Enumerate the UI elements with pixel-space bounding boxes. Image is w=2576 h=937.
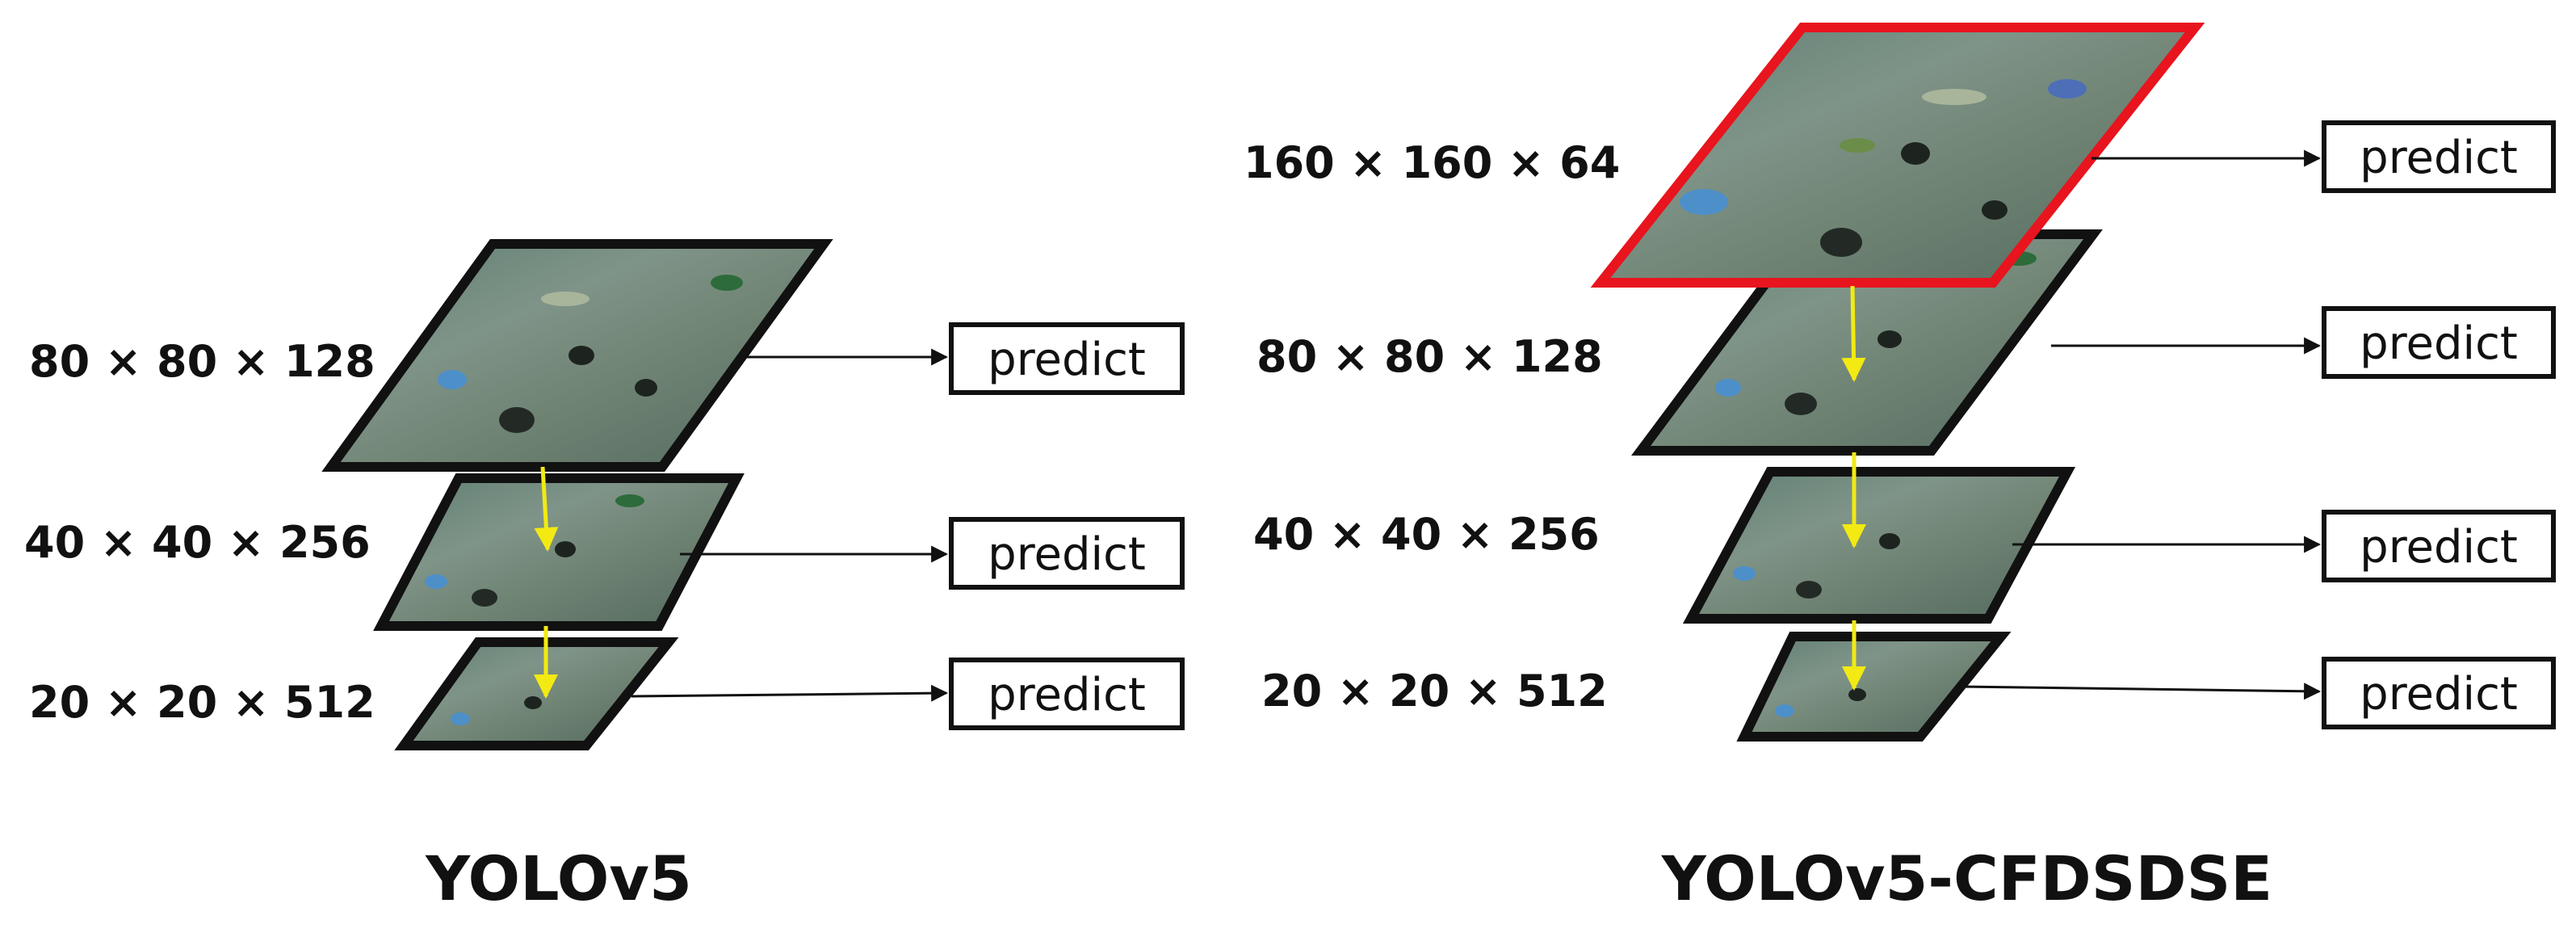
arrow-right-icon [631,684,949,702]
feature-map-tile [1736,632,2012,742]
dimension-label: 40 × 40 × 256 [1253,509,1600,560]
dimension-label: 80 × 80 × 128 [1257,331,1603,382]
diagram-title: YOLOv5-CFDSDSE [1661,842,2272,914]
feature-map-tile [1682,467,2076,624]
underwater-feature-map-image [451,696,542,725]
diagram-title: YOLOv5 [425,842,692,914]
feature-map-tile [321,239,833,472]
arrow-right-icon [1960,683,2322,700]
predict-box: predict [949,658,1185,730]
predict-box: predict [2322,657,2556,729]
predict-label: predict [2360,521,2518,574]
predict-label: predict [988,669,1146,721]
underwater-feature-map-image [1733,533,1900,599]
dimension-label: 20 × 20 × 512 [1261,666,1608,716]
predict-label: predict [988,528,1146,581]
underwater-feature-map-image [1775,688,1866,717]
dimension-label: 80 × 80 × 128 [29,336,375,387]
highlighted-feature-map-tile [1590,23,2205,288]
arrow-down-icon [1841,285,1866,382]
predict-label: predict [2360,317,2518,370]
feature-map-tile [373,473,745,631]
feature-map-tile [394,637,679,750]
dimension-label: 160 × 160 × 64 [1244,137,1620,188]
underwater-feature-map-image [425,494,644,607]
predict-label: predict [988,334,1146,386]
underwater-feature-map-image [1680,79,2087,257]
yolov5-cfdsdse-diagram: predict predict predict predict 160 × 16… [1244,23,2556,914]
dimension-label: 20 × 20 × 512 [29,677,375,728]
underwater-feature-map-image [438,275,743,433]
predict-box: predict [949,322,1185,395]
predict-label: predict [2360,132,2518,184]
yolov5-diagram: predict predict predict 80 × 80 × 128 40… [24,239,1185,914]
predict-label: predict [2360,668,2518,721]
predict-box: predict [2322,306,2556,379]
dimension-label: 40 × 40 × 256 [24,517,371,568]
predict-box: predict [949,517,1185,590]
arrow-down-icon [534,466,559,552]
predict-box: predict [2322,120,2556,193]
predict-box: predict [2322,510,2556,582]
